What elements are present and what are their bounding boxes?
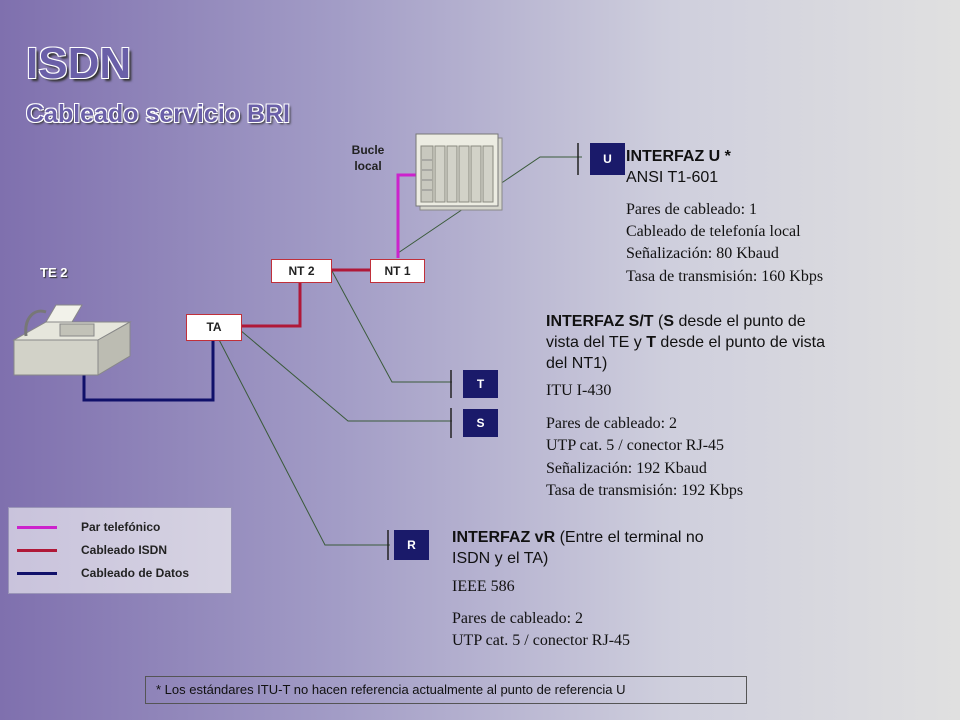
phone-pair-wire: [396, 173, 418, 258]
ref-line-t: [331, 270, 452, 383]
interfaz-u-block: INTERFAZ U * ANSI T1-601 Pares de cablea…: [626, 147, 926, 288]
ref-line-r: [213, 329, 390, 546]
interfaz-st-detail: Pares de cableado: 2: [546, 414, 678, 432]
ref-point-t: T: [463, 370, 498, 398]
interfaz-st-block: INTERFAZ S/T (S desde el punto de vista …: [546, 312, 836, 502]
legend: Par telefónico Cableado ISDN Cableado de…: [8, 507, 232, 594]
legend-item-phone: Par telefónico: [17, 518, 160, 536]
switch-icon: [415, 133, 503, 211]
ref-point-s: S: [463, 409, 498, 437]
interfaz-u-detail: Tasa de transmisión: 160 Kbps: [626, 267, 824, 285]
ref-point-u: U: [590, 143, 625, 175]
interfaz-st-detail: Señalización: 192 Kbaud: [546, 459, 707, 477]
interfaz-r-block: INTERFAZ vR (Entre el terminal no ISDN y…: [452, 528, 742, 653]
nt1-box: NT 1: [370, 259, 425, 283]
interfaz-r-detail: UTP cat. 5 / conector RJ-45: [452, 632, 631, 650]
legend-item-data: Cableado de Datos: [17, 564, 189, 582]
interfaz-r-standard: IEEE 586: [452, 577, 515, 595]
legend-item-isdn: Cableado ISDN: [17, 541, 167, 559]
page-title: ISDN: [26, 39, 132, 88]
te2-label: TE 2: [40, 265, 68, 280]
ta-box: TA: [186, 314, 242, 341]
ref-line-u: [397, 156, 582, 254]
interfaz-st-detail: Tasa de transmisión: 192 Kbps: [546, 481, 744, 499]
legend-swatch-data: [17, 571, 57, 575]
footnote: * Los estándares ITU-T no hacen referenc…: [145, 676, 747, 704]
data-wire-te2-ta: [82, 340, 215, 402]
interfaz-st-heading: INTERFAZ S/T (S desde el punto de vista …: [546, 313, 825, 372]
isdn-wire-ta-nt2: [240, 282, 302, 328]
interfaz-r-heading: INTERFAZ vR (Entre el terminal no ISDN y…: [452, 529, 704, 567]
page-subtitle: Cableado servicio BRI: [26, 100, 290, 128]
interfaz-st-standard: ITU I-430: [546, 382, 612, 400]
legend-swatch-phone: [17, 525, 57, 529]
ref-line-s: [239, 329, 452, 422]
interfaz-r-detail: Pares de cableado: 2: [452, 609, 584, 627]
legend-swatch-isdn: [17, 548, 57, 552]
interfaz-u-detail: Señalización: 80 Kbaud: [626, 245, 779, 263]
ref-point-r: R: [394, 530, 429, 560]
interfaz-u-heading: INTERFAZ U *: [626, 148, 731, 165]
interfaz-u-detail: Pares de cableado: 1: [626, 200, 758, 218]
fax-terminal-icon: [12, 304, 132, 376]
interfaz-u-standard: ANSI T1-601: [626, 168, 719, 186]
nt2-box: NT 2: [271, 259, 332, 283]
interfaz-st-detail: UTP cat. 5 / conector RJ-45: [546, 437, 725, 455]
interfaz-u-detail: Cableado de telefonía local: [626, 222, 801, 240]
